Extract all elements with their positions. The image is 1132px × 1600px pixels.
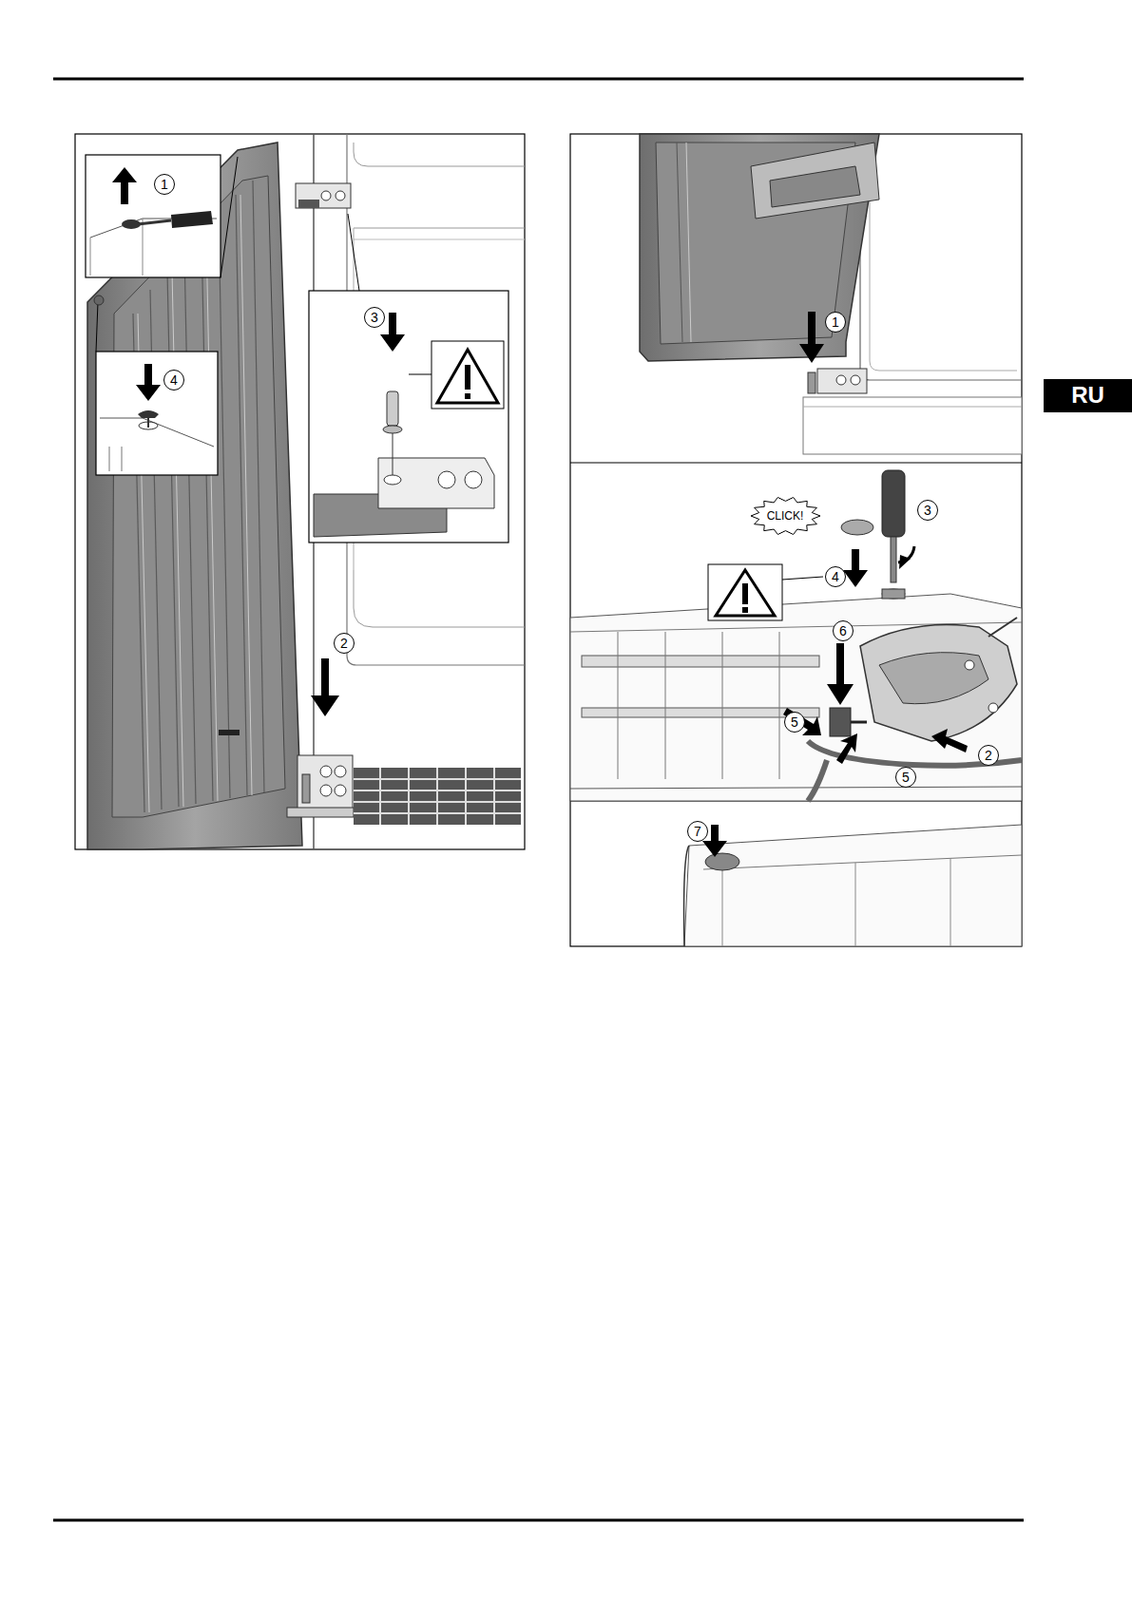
callout-number: 5 bbox=[895, 767, 917, 788]
footer-rule bbox=[53, 1519, 1024, 1523]
header-rule bbox=[53, 77, 1024, 81]
callout-number: 1 bbox=[825, 311, 846, 333]
callout-number: 3 bbox=[364, 306, 385, 328]
callout-number: 4 bbox=[825, 566, 846, 588]
callout-label: 2 bbox=[340, 636, 348, 651]
left-figure bbox=[75, 134, 525, 850]
sound-word: CLICK! bbox=[767, 510, 805, 522]
callout-number: 6 bbox=[832, 620, 854, 642]
motion-arrows bbox=[112, 167, 405, 717]
callout-label: 7 bbox=[693, 825, 702, 839]
callout-label: 2 bbox=[984, 748, 993, 763]
language-tab: RU bbox=[1043, 379, 1132, 413]
click-burst: CLICK! bbox=[749, 496, 822, 537]
callout-label: 1 bbox=[831, 315, 840, 329]
callout-number: 2 bbox=[333, 633, 355, 654]
callout-label: 1 bbox=[160, 177, 169, 192]
callout-label: 4 bbox=[831, 570, 840, 584]
callout-number: 4 bbox=[163, 369, 185, 391]
callout-label: 6 bbox=[839, 624, 847, 638]
motion-arrows bbox=[702, 311, 968, 858]
callout-number: 7 bbox=[687, 821, 709, 843]
callout-label: 3 bbox=[370, 310, 379, 325]
right-figure bbox=[570, 134, 1022, 947]
callout-label: 4 bbox=[170, 373, 178, 387]
callout-number: 2 bbox=[978, 745, 999, 767]
callout-label: 5 bbox=[901, 770, 910, 785]
callout-label: 5 bbox=[790, 715, 799, 730]
callout-number: 1 bbox=[153, 173, 175, 195]
language-code: RU bbox=[1071, 383, 1105, 407]
callout-number: 3 bbox=[917, 499, 939, 521]
callout-label: 3 bbox=[923, 503, 932, 518]
callout-number: 5 bbox=[784, 711, 806, 733]
